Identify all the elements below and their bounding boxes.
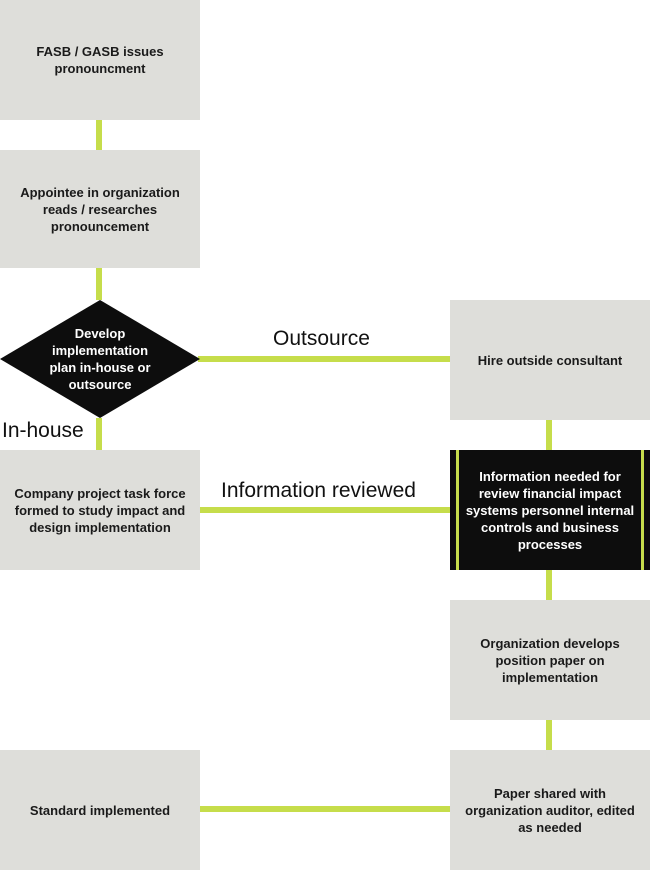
node-appointee-reads-label: Appointee in organization reads / resear…	[20, 184, 180, 234]
connector-decision-to-task-force	[96, 418, 102, 450]
node-task-force: Company project task force formed to stu…	[0, 450, 200, 570]
node-standard-implemented-label: Standard implemented	[29, 802, 171, 818]
node-position-paper: Organization develops position paper on …	[450, 600, 650, 720]
node-information-needed-label: Information needed for review financial …	[465, 468, 635, 552]
connector-position-paper-to-paper-shared	[546, 720, 552, 750]
connector-appointee-to-decision	[96, 268, 102, 300]
information-left-accent-bar	[456, 450, 459, 570]
node-paper-shared-label: Paper shared with organization auditor, …	[465, 785, 635, 835]
edge-label-in-house: In-house	[2, 419, 84, 442]
node-decision-label: Develop implementation plan in-house or …	[49, 326, 151, 392]
information-right-accent-bar	[641, 450, 644, 570]
node-hire-consultant-label: Hire outside consultant	[477, 352, 623, 368]
node-information-needed: Information needed for review financial …	[450, 450, 650, 570]
connector-task-force-to-information	[200, 507, 450, 513]
node-hire-consultant: Hire outside consultant	[450, 300, 650, 420]
connector-information-to-position-paper	[546, 570, 552, 600]
node-task-force-label: Company project task force formed to stu…	[14, 485, 186, 535]
connector-consultant-to-information	[546, 420, 552, 450]
edge-label-information-reviewed: Information reviewed	[221, 479, 416, 502]
node-position-paper-label: Organization develops position paper on …	[480, 635, 620, 685]
node-standard-implemented: Standard implemented	[0, 750, 200, 870]
node-appointee-reads: Appointee in organization reads / resear…	[0, 150, 200, 268]
node-decision-diamond: Develop implementation plan in-house or …	[0, 300, 200, 418]
node-fasb-issues: FASB / GASB issues pronouncment	[0, 0, 200, 120]
connector-paper-shared-to-standard	[200, 806, 450, 812]
connector-fasb-to-appointee	[96, 120, 102, 150]
node-fasb-issues-label: FASB / GASB issues pronouncment	[36, 44, 164, 76]
node-paper-shared: Paper shared with organization auditor, …	[450, 750, 650, 870]
connector-decision-to-consultant	[198, 356, 450, 362]
edge-label-outsource: Outsource	[273, 327, 370, 350]
diamond-shape	[0, 300, 200, 418]
